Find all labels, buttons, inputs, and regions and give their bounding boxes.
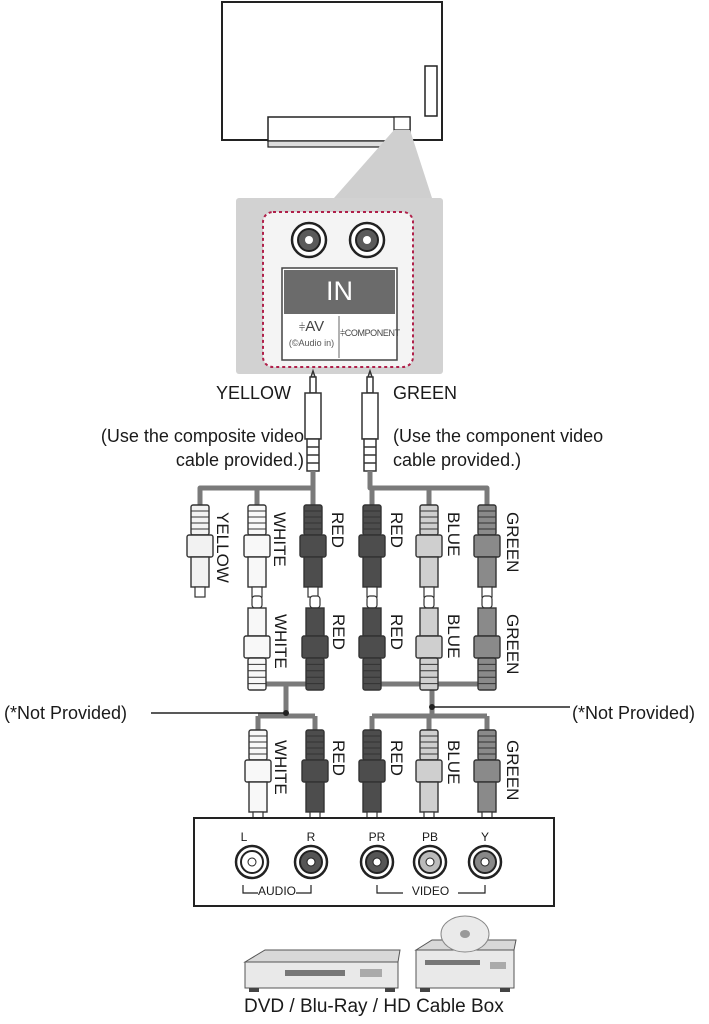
composite-plug-color-label: YELLOW bbox=[216, 383, 292, 403]
plug-row3-blue bbox=[415, 729, 443, 823]
row2-red-right-label: RED bbox=[387, 614, 406, 650]
plug-row1-red-pr bbox=[358, 504, 386, 598]
plug-row2-green bbox=[473, 595, 501, 691]
row1-red-left-label: RED bbox=[328, 512, 347, 548]
not-provided-left-label: (*Not Provided) bbox=[4, 703, 128, 723]
row1-green-label: GREEN bbox=[503, 512, 522, 573]
jack-r bbox=[293, 844, 329, 880]
jack-l bbox=[234, 844, 270, 880]
row2-red-left-label: RED bbox=[329, 614, 348, 650]
plug-row2-blue bbox=[415, 595, 443, 691]
component-label-wrap: ⫩COMPONENT bbox=[340, 328, 400, 339]
row3-blue-label: BLUE bbox=[444, 740, 463, 785]
plug-row3-white bbox=[244, 729, 272, 823]
row2-blue-label: BLUE bbox=[444, 614, 463, 659]
av-audio-icon: ⫩ bbox=[298, 322, 306, 334]
component-plug-color-label: GREEN bbox=[393, 383, 458, 403]
component-label: COMPONENT bbox=[344, 328, 400, 338]
av-label: AV bbox=[305, 318, 325, 335]
composite-note-line1: (Use the composite video bbox=[100, 426, 304, 446]
row3-red-right-label: RED bbox=[387, 740, 406, 776]
plug-row3-red-audio bbox=[301, 729, 329, 823]
jack-y bbox=[467, 844, 503, 880]
device-jack-group bbox=[234, 844, 503, 880]
rca-plug-group bbox=[186, 504, 501, 823]
plug-row2-red-pr bbox=[358, 595, 386, 691]
av-label-wrap: ⫩AV bbox=[284, 318, 339, 335]
composite-note-line2: cable provided.) bbox=[175, 450, 304, 470]
row1-red-right-label: RED bbox=[387, 512, 406, 548]
jack-pb bbox=[412, 844, 448, 880]
row1-yellow-label: YELLOW bbox=[213, 512, 232, 583]
tv-rear-illustration bbox=[221, 1, 443, 148]
plug-row2-red-audio bbox=[301, 595, 329, 691]
jack-pr bbox=[359, 844, 395, 880]
component-mini-plug bbox=[361, 368, 379, 472]
row2-white-label: WHITE bbox=[271, 614, 290, 669]
tv-jack-component-input bbox=[348, 221, 386, 259]
plug-row3-green bbox=[473, 729, 501, 823]
plug-row1-blue bbox=[415, 504, 443, 598]
row3-green-label: GREEN bbox=[503, 740, 522, 801]
plug-row1-yellow bbox=[186, 504, 214, 598]
jack-label-pb: PB bbox=[421, 830, 438, 844]
jack-label-y: Y bbox=[480, 830, 489, 844]
component-note-line1: (Use the component video bbox=[393, 426, 604, 446]
plug-row3-red-pr bbox=[358, 729, 386, 823]
plug-row1-white bbox=[243, 504, 271, 598]
component-note-line2: cable provided.) bbox=[393, 450, 522, 470]
component-icon: ⫩ bbox=[340, 328, 345, 338]
plug-row1-green bbox=[473, 504, 501, 598]
row2-green-label: GREEN bbox=[503, 614, 522, 675]
composite-mini-plug bbox=[304, 368, 322, 472]
zoom-callout bbox=[334, 130, 432, 198]
row1-white-label: WHITE bbox=[270, 512, 289, 567]
devices-caption: DVD / Blu-Ray / HD Cable Box bbox=[244, 996, 504, 1017]
not-provided-right-label: (*Not Provided) bbox=[572, 703, 696, 723]
row3-red-left-label: RED bbox=[329, 740, 348, 776]
cable-lines bbox=[197, 471, 490, 730]
av-sub-label: (©Audio in) bbox=[288, 338, 335, 348]
row1-blue-label: BLUE bbox=[444, 512, 463, 557]
jack-label-r: R bbox=[306, 830, 316, 844]
plug-row2-white bbox=[243, 595, 271, 691]
plug-row1-red-audio bbox=[299, 504, 327, 598]
in-label: IN bbox=[326, 276, 353, 306]
jack-label-pr: PR bbox=[368, 830, 386, 844]
tv-jack-av-input bbox=[290, 221, 328, 259]
blu-ray-player-illustration bbox=[414, 915, 517, 992]
video-group-label: VIDEO bbox=[411, 884, 450, 898]
audio-group-label: AUDIO bbox=[258, 884, 297, 898]
row3-white-label: WHITE bbox=[271, 740, 290, 795]
jack-label-l: L bbox=[240, 830, 248, 844]
dvd-player-illustration bbox=[243, 949, 401, 992]
